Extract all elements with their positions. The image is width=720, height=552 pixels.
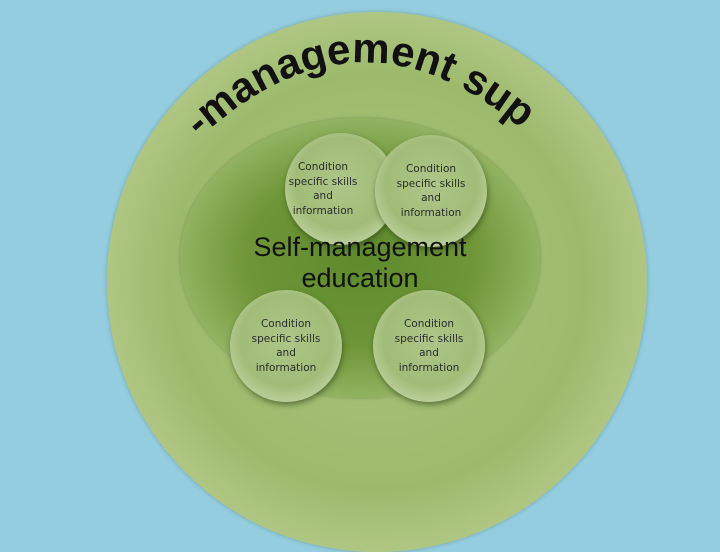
center-title: Self-management education — [253, 232, 467, 293]
outer-ring-arc-label: Self-management support — [0, 0, 545, 145]
bubble-label: Condition specific skills and informatio… — [288, 161, 358, 217]
bubble-condition-skills-4: Condition specific skills and informatio… — [373, 290, 485, 402]
bubble-label: Condition specific skills and informatio… — [251, 318, 321, 374]
arc-label-text: Self-management support — [0, 0, 545, 145]
bubble-label: Condition specific skills and informatio… — [396, 163, 466, 219]
bubble-condition-skills-2: Condition specific skills and informatio… — [375, 135, 487, 247]
diagram-canvas: Self-management support Condition specif… — [0, 0, 647, 552]
bubble-label: Condition specific skills and informatio… — [394, 318, 464, 374]
bubble-condition-skills-3: Condition specific skills and informatio… — [230, 290, 342, 402]
